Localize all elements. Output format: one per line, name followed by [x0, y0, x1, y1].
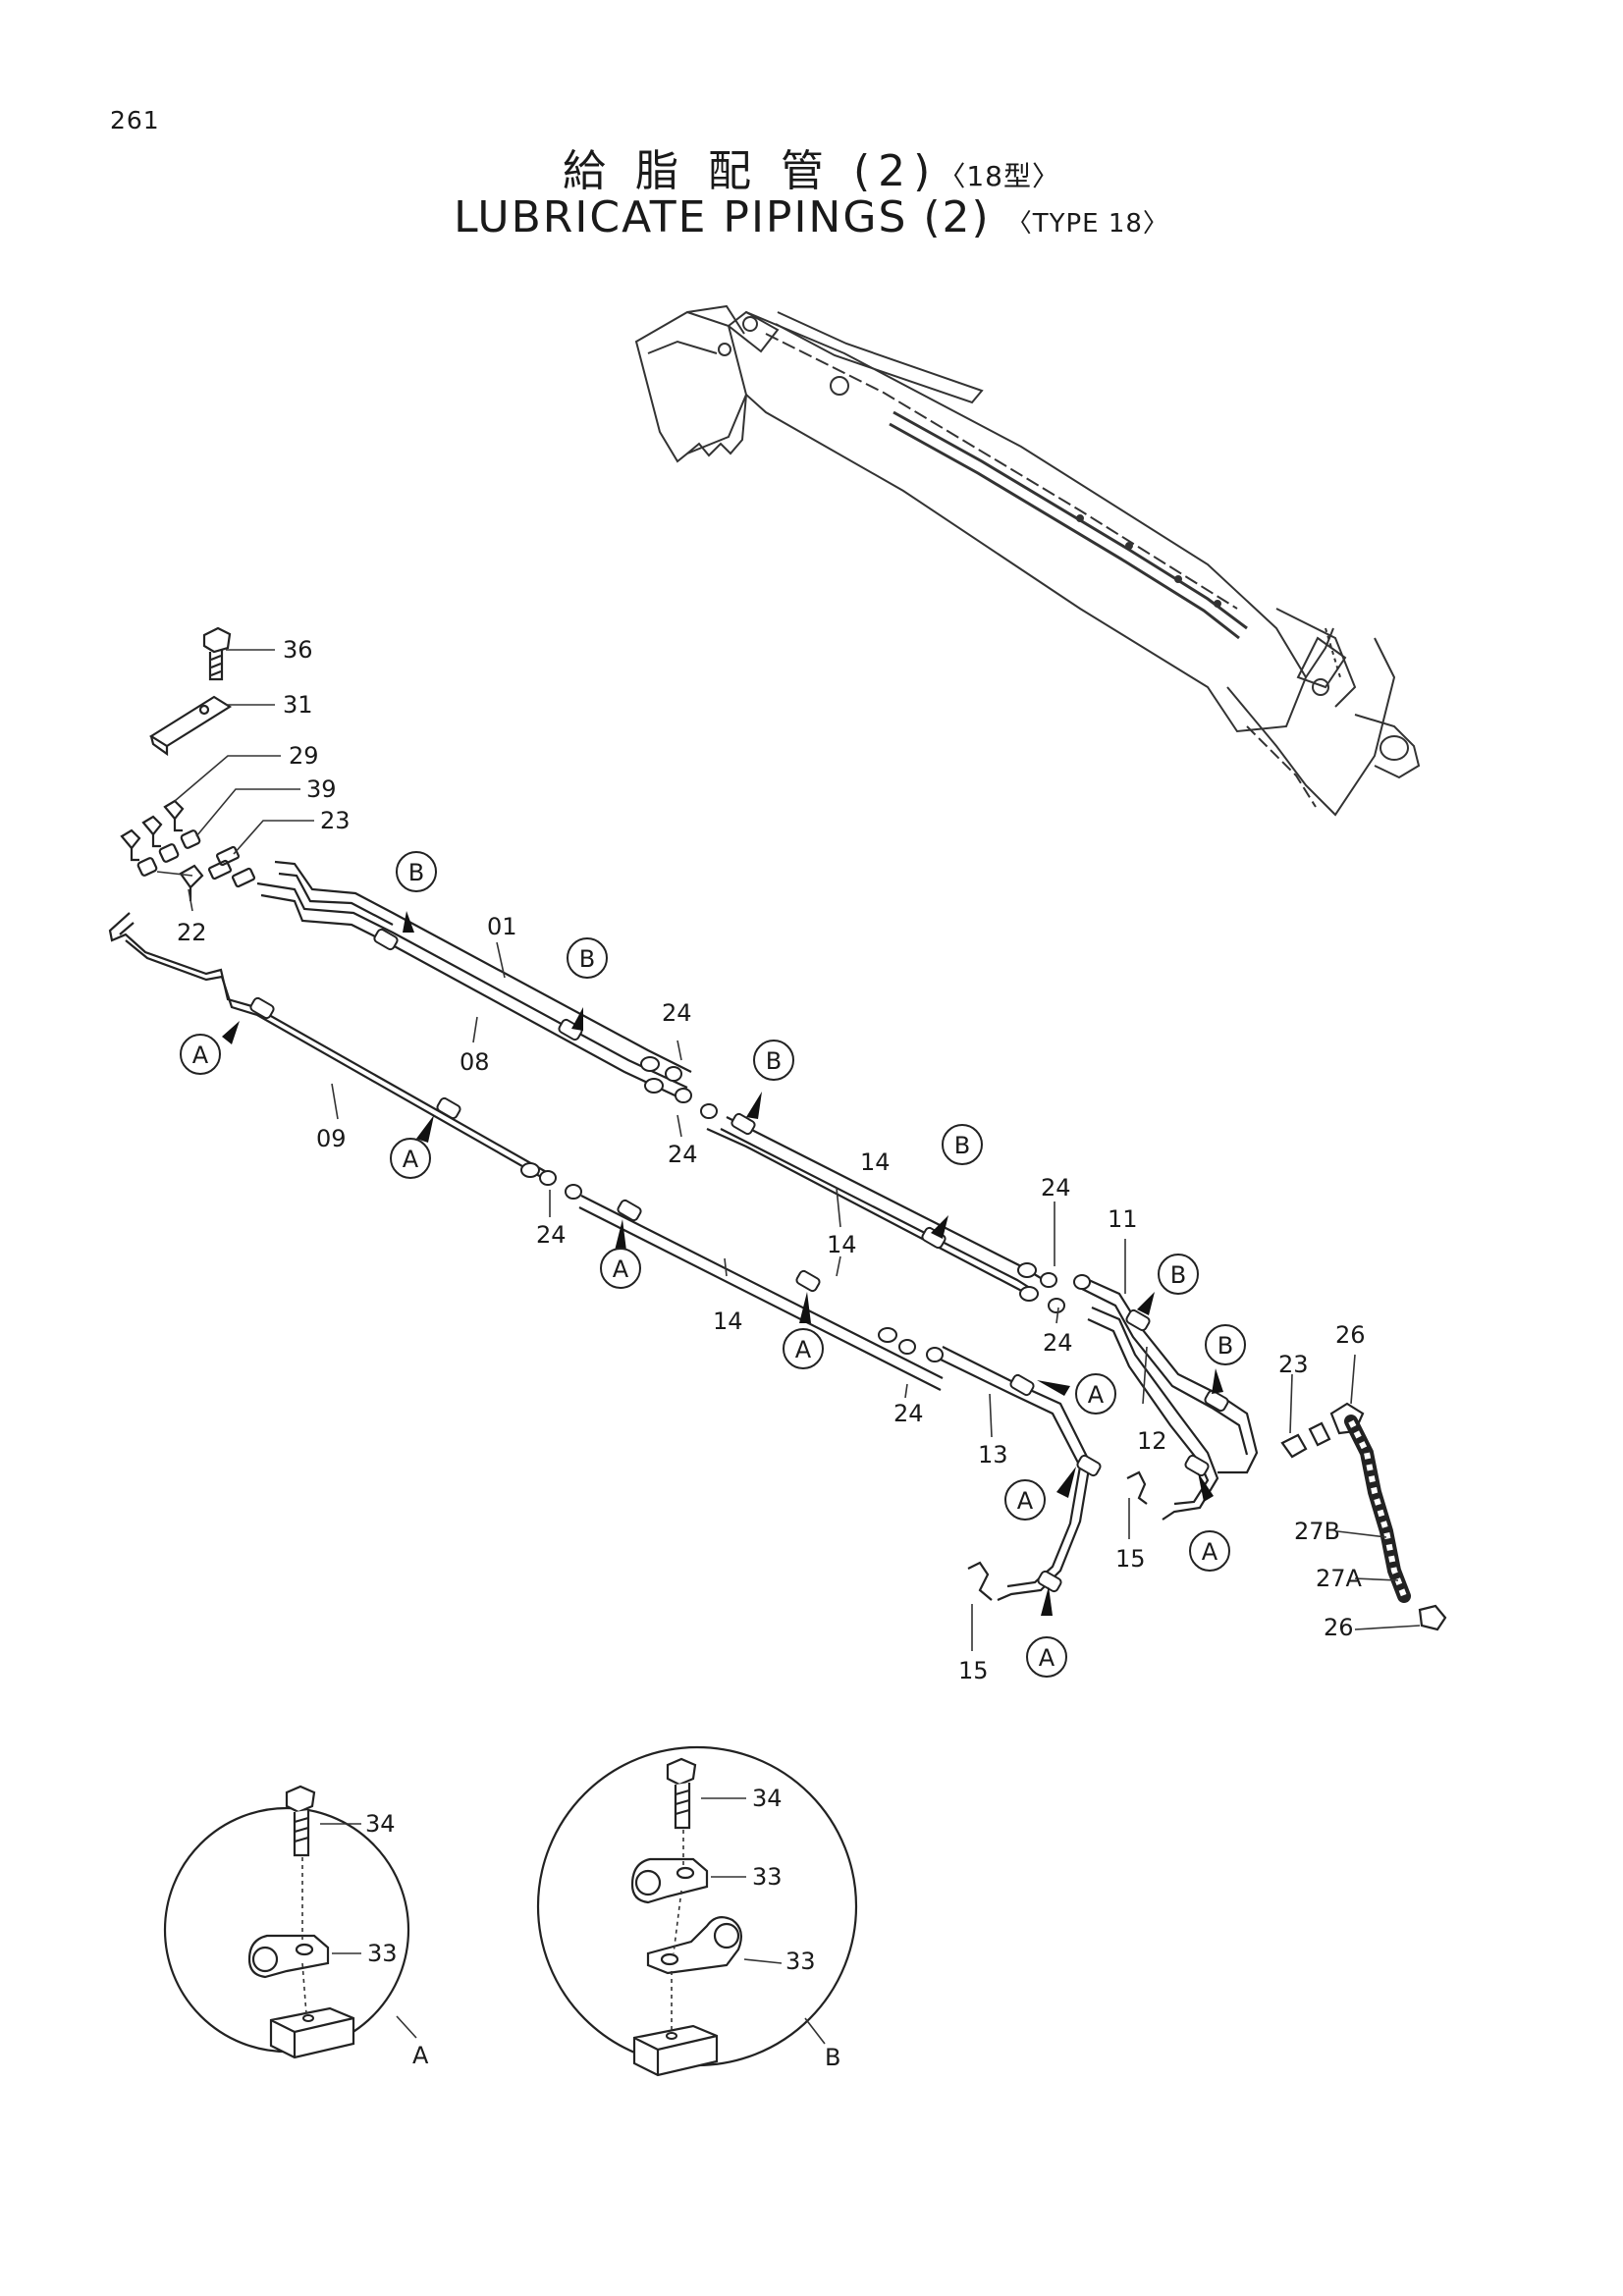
- bolt-36: [202, 626, 232, 681]
- detail-a: 34 33 A: [163, 1785, 429, 2069]
- label-24-a: 24: [662, 999, 692, 1027]
- tee-22: [179, 864, 204, 901]
- fitting-23-right: [1280, 1433, 1308, 1459]
- callout-a-8: A: [1202, 1538, 1218, 1566]
- label-22: 22: [177, 919, 207, 946]
- label-24-e: 24: [1043, 1329, 1073, 1357]
- title-en-main: LUBRICATE PIPINGS (2): [454, 192, 991, 242]
- detail-b-letter: B: [825, 2044, 840, 2071]
- callout-pointers: [222, 911, 1223, 1616]
- callout-a-5: A: [1088, 1381, 1105, 1409]
- pipe-09: [108, 912, 551, 1175]
- label-08: 08: [460, 1048, 490, 1076]
- pipe-08: [256, 881, 688, 1089]
- fitting-26-top: [1329, 1402, 1365, 1435]
- detail-b-label-33-upper: 33: [752, 1863, 783, 1891]
- elbow-15-right: [1126, 1470, 1148, 1505]
- page-number: 261: [110, 106, 160, 134]
- callout-b-1: B: [408, 859, 424, 886]
- pipe-14-lower: [580, 1195, 944, 1379]
- detail-a-letter: A: [412, 2042, 429, 2069]
- callout-letters: A A A A A A A A B B B B B B: [192, 859, 1233, 1672]
- label-27b: 27B: [1294, 1518, 1340, 1545]
- label-24-b: 24: [668, 1141, 698, 1168]
- callout-b-2: B: [579, 945, 595, 973]
- label-23-left: 23: [320, 807, 351, 834]
- label-12: 12: [1137, 1427, 1167, 1455]
- callout-a-2: A: [403, 1146, 419, 1173]
- pipe-01: [274, 860, 692, 1073]
- callout-b-6: B: [1217, 1332, 1233, 1360]
- title-english: LUBRICATE PIPINGS (2) 〈TYPE 18〉: [0, 192, 1623, 242]
- pipe-clamps: [249, 928, 1229, 1593]
- label-27a: 27A: [1316, 1565, 1363, 1592]
- label-14-a: 14: [860, 1148, 891, 1176]
- detail-b-label-33-lower: 33: [785, 1948, 816, 1975]
- bracket-31: [148, 695, 233, 757]
- label-36: 36: [283, 636, 313, 664]
- couplings-24: [520, 1056, 1091, 1362]
- label-14-b: 14: [827, 1231, 857, 1258]
- elbow-15-left: [967, 1561, 993, 1601]
- label-24-d: 24: [1041, 1174, 1071, 1201]
- label-15-left: 15: [958, 1657, 989, 1684]
- leader-lines: [156, 649, 1421, 1651]
- pipe-12: [1091, 1306, 1219, 1521]
- title-jp-main: 給 脂 配 管 (2): [563, 146, 939, 196]
- label-31: 31: [283, 691, 313, 719]
- label-15-right: 15: [1115, 1545, 1146, 1573]
- title-jp-type: 〈18型〉: [938, 160, 1060, 192]
- title-en-type: 〈TYPE 18〉: [1005, 209, 1169, 239]
- fitting-26-bottom: [1418, 1604, 1447, 1631]
- nuts-39: [136, 829, 201, 877]
- detail-a-label-33: 33: [367, 1940, 398, 1967]
- callout-a-3: A: [613, 1255, 629, 1283]
- pipe-14-upper: [726, 1116, 1042, 1279]
- label-39: 39: [306, 775, 337, 803]
- callout-a-4: A: [795, 1336, 812, 1363]
- label-24-f: 24: [893, 1400, 924, 1427]
- pipe-11: [1079, 1274, 1259, 1474]
- label-11: 11: [1108, 1205, 1138, 1233]
- label-29: 29: [289, 742, 319, 770]
- label-01: 01: [487, 913, 517, 940]
- detail-a-label-34: 34: [365, 1810, 396, 1838]
- fittings-23: [207, 845, 256, 888]
- callout-b-5: B: [1170, 1261, 1186, 1289]
- label-09: 09: [316, 1125, 347, 1152]
- part-number-labels: 36 31 29 39 23 22 01 08 09 24 24 24 14 1…: [177, 636, 1366, 1684]
- label-14-c: 14: [713, 1308, 743, 1335]
- excavator-arm-overview: [634, 304, 1421, 817]
- label-26-top: 26: [1335, 1321, 1366, 1349]
- callout-a-6: A: [1017, 1487, 1034, 1515]
- callout-a-1: A: [192, 1041, 209, 1069]
- label-23-right: 23: [1278, 1351, 1309, 1378]
- callout-b-4: B: [954, 1132, 970, 1159]
- label-13: 13: [978, 1441, 1008, 1468]
- callout-b-3: B: [766, 1047, 782, 1075]
- elbows-29: [120, 799, 185, 862]
- label-26-bottom: 26: [1324, 1614, 1354, 1641]
- detail-b: 34 33 33 B: [536, 1745, 858, 2077]
- title-japanese: 給 脂 配 管 (2)〈18型〉: [0, 135, 1623, 198]
- callout-a-7: A: [1039, 1644, 1055, 1672]
- label-24-c: 24: [536, 1221, 567, 1249]
- callout-circles: [180, 851, 1246, 1678]
- detail-b-label-34: 34: [752, 1785, 783, 1812]
